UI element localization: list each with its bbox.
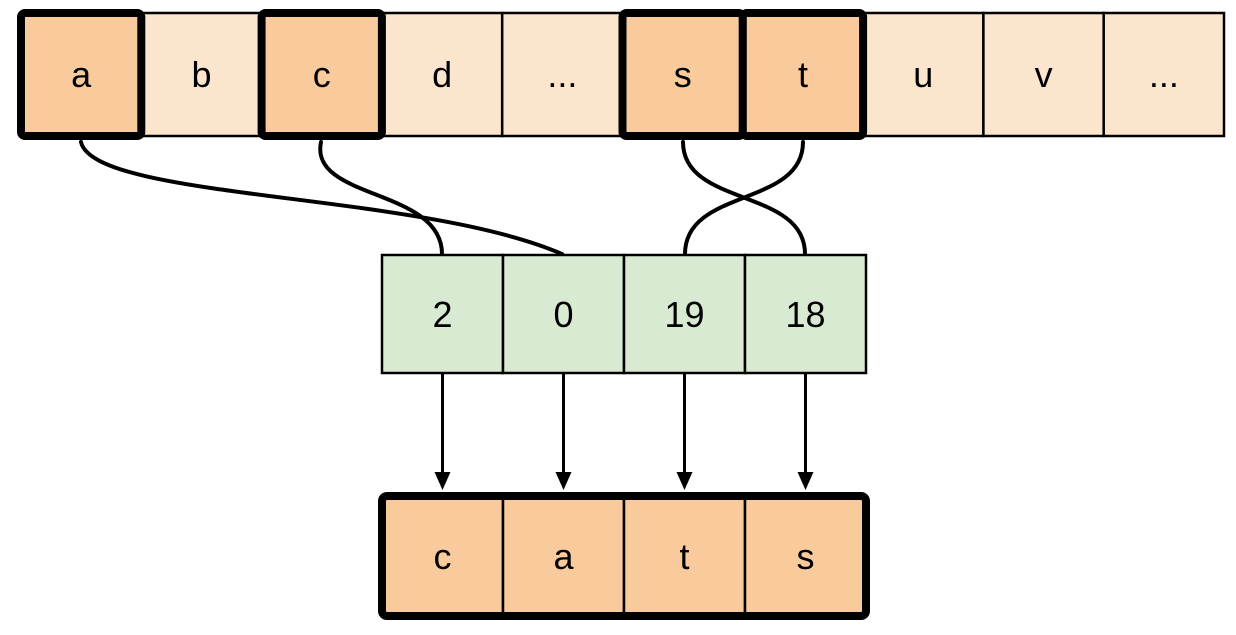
alphabet-label-ellipsis-1: ... bbox=[547, 54, 577, 95]
alphabet-label-v: v bbox=[1035, 54, 1053, 95]
alphabet-cell-t-highlight bbox=[738, 9, 868, 140]
alphabet-row: a b c d ... s t u v ... bbox=[17, 9, 1226, 140]
connector-a-to-0 bbox=[79, 140, 564, 256]
output-cell-s bbox=[743, 494, 868, 618]
index-cell-2 bbox=[380, 253, 505, 375]
output-label-t: t bbox=[679, 536, 689, 577]
alphabet-label-b: b bbox=[191, 54, 211, 95]
output-row: c a t s bbox=[378, 492, 870, 620]
index-label-2: 2 bbox=[432, 294, 452, 335]
alphabet-label-d: d bbox=[432, 54, 452, 95]
alphabet-label-u: u bbox=[913, 54, 933, 95]
index-cell-0 bbox=[501, 253, 626, 375]
index-cell-19 bbox=[622, 253, 747, 375]
alphabet-label-a: a bbox=[71, 54, 92, 95]
index-cell-18 bbox=[743, 253, 868, 375]
output-row-border bbox=[378, 492, 870, 620]
output-cell-a bbox=[501, 494, 626, 618]
alphabet-cell-ellipsis-1 bbox=[500, 11, 624, 138]
letter-to-index-connectors bbox=[79, 140, 807, 256]
alphabet-cell-c-highlight bbox=[257, 9, 386, 140]
connector-t-to-19 bbox=[683, 140, 805, 256]
output-cell-c bbox=[380, 494, 505, 618]
output-label-a: a bbox=[553, 536, 574, 577]
output-cell-t bbox=[622, 494, 747, 618]
alphabet-cell-a-highlight bbox=[17, 9, 146, 140]
alphabet-label-s: s bbox=[674, 54, 692, 95]
arrow-head-icon bbox=[434, 472, 451, 490]
alphabet-label-c: c bbox=[313, 54, 331, 95]
index-label-19: 19 bbox=[664, 294, 704, 335]
alphabet-cell-v bbox=[982, 11, 1105, 138]
index-to-output-arrows bbox=[434, 374, 814, 490]
index-label-18: 18 bbox=[785, 294, 825, 335]
output-label-c: c bbox=[434, 536, 452, 577]
connector-c-to-2 bbox=[318, 140, 444, 256]
index-row: 2 0 19 18 bbox=[380, 253, 868, 375]
arrow-head-icon bbox=[797, 472, 814, 490]
alphabet-cell-b bbox=[140, 11, 263, 138]
alphabet-cell-ellipsis-2 bbox=[1102, 11, 1226, 138]
alphabet-label-t: t bbox=[798, 54, 808, 95]
arrow-head-icon bbox=[676, 472, 693, 490]
arrow-head-icon bbox=[555, 472, 572, 490]
alphabet-label-ellipsis-2: ... bbox=[1149, 54, 1179, 95]
output-label-s: s bbox=[797, 536, 815, 577]
index-label-0: 0 bbox=[553, 294, 573, 335]
